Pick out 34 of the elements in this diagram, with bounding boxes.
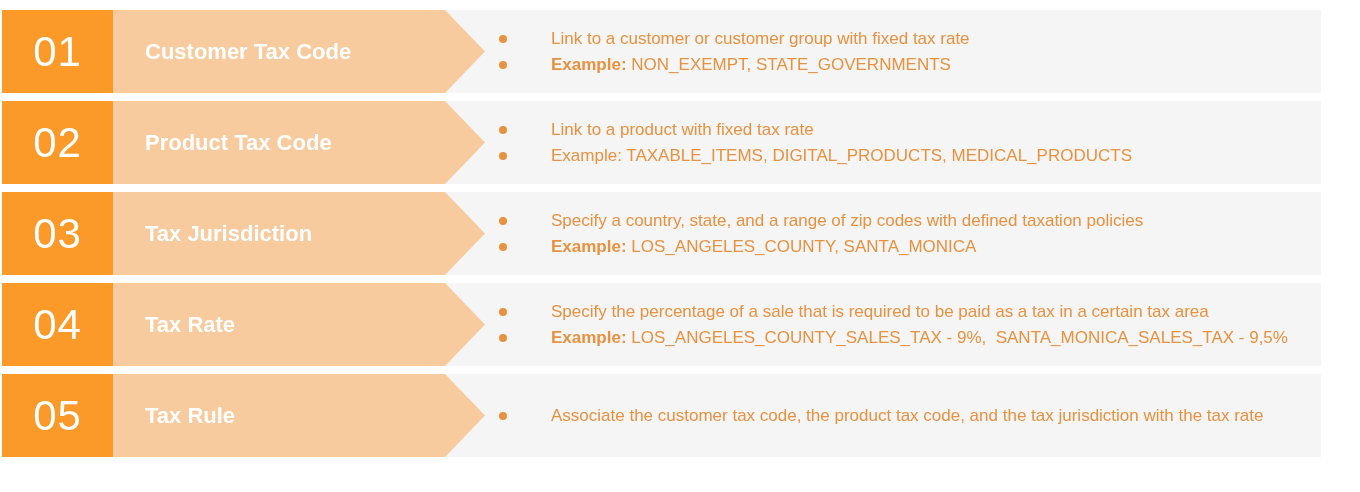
- step-title: Tax Rule: [145, 402, 236, 429]
- bullet-text: Link to a product with fixed tax rate: [551, 118, 815, 141]
- step-title: Customer Tax Code: [145, 38, 352, 65]
- step-number: 01: [33, 30, 82, 73]
- step-number: 04: [33, 303, 82, 346]
- number-tile: [2, 10, 113, 93]
- number-tile: [2, 192, 113, 275]
- bullet-text: Example: LOS_ANGELES_COUNTY, SANTA_MONICA: [551, 235, 978, 258]
- number-tile: [2, 101, 113, 184]
- description-panel: [445, 101, 1321, 184]
- chevron-band: [113, 101, 485, 184]
- bullet-text: Link to a customer or customer group with fixed tax rate: [551, 27, 971, 50]
- chevron-band: [113, 10, 485, 93]
- description-panel: [445, 374, 1321, 457]
- step-title: Tax Jurisdiction: [145, 220, 313, 247]
- description-panel: [445, 283, 1321, 366]
- step-number: 02: [33, 121, 82, 164]
- bullet-text: Associate the customer tax code, the product tax code, and the tax jurisdiction with the tax rate: [551, 404, 1265, 427]
- bullet-text: Specify the percentage of a sale that is required to be paid as a tax in a certain tax area: [551, 300, 1210, 323]
- description-panel: [445, 192, 1321, 275]
- bullet-text: Example: LOS_ANGELES_COUNTY_SALES_TAX - 9%, SANTA_MONICA_SALES_TAX - 9,5%: [551, 326, 1289, 349]
- step-title: Product Tax Code: [145, 129, 332, 156]
- step-title: Tax Rate: [145, 311, 236, 338]
- bullet-text: Example: TAXABLE_ITEMS, DIGITAL_PRODUCTS, MEDICAL_PRODUCTS: [551, 144, 1133, 167]
- chevron-band: [113, 374, 485, 457]
- chevron-band: [113, 192, 485, 275]
- bullet-text: Example: NON_EXEMPT, STATE_GOVERNMENTS: [551, 53, 952, 76]
- number-tile: [2, 283, 113, 366]
- description-panel: [445, 10, 1321, 93]
- number-tile: [2, 374, 113, 457]
- step-number: 05: [33, 394, 82, 437]
- step-number: 03: [33, 212, 82, 255]
- bullet-text: Specify a country, state, and a range of zip codes with defined taxation policies: [551, 209, 1145, 232]
- chevron-band: [113, 283, 485, 366]
